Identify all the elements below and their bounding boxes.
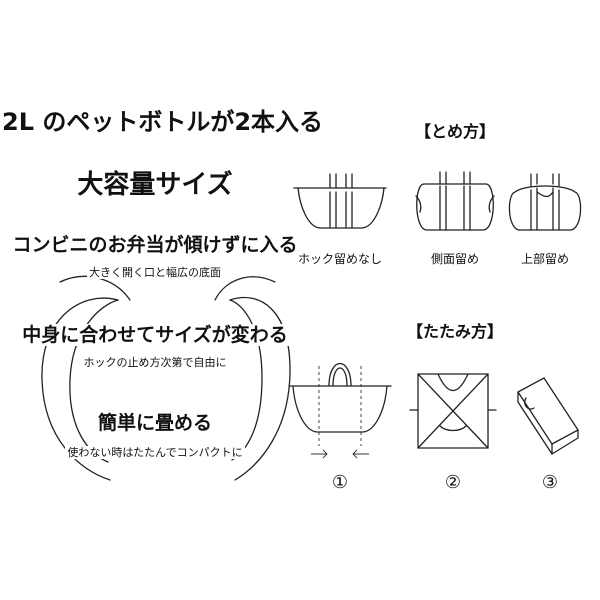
fastening-option-2: 側面留め xyxy=(430,252,479,266)
bag-top-snap-icon xyxy=(508,173,582,231)
feature-2-title: 中身に合わせてサイズが変わる xyxy=(20,324,290,346)
feature-3-sub: 使わない時はたたんでコンパクトに xyxy=(65,446,245,459)
feature-2-sub: ホックの止め方次第で自由に xyxy=(81,356,229,369)
title-line-2: 大容量サイズ xyxy=(75,170,235,200)
fold-step-1-icon xyxy=(288,362,392,459)
bag-no-snap-icon xyxy=(293,173,387,229)
fold-step-3-label: ③ xyxy=(541,472,559,493)
title-line-1: 2L のペットボトルが2本入る xyxy=(0,108,326,136)
bag-side-snap-icon xyxy=(415,171,495,231)
fold-step-3-icon xyxy=(517,377,579,455)
feature-3-title: 簡単に畳める xyxy=(95,412,214,434)
folding-title: 【たたみ方】 xyxy=(406,322,503,341)
fold-step-2-icon xyxy=(409,373,497,449)
fastening-title: 【とめ方】 xyxy=(414,122,495,141)
fold-step-1-label: ① xyxy=(331,472,349,493)
fold-step-2-label: ② xyxy=(444,472,462,493)
feature-1-sub: 大きく開く口と幅広の底面 xyxy=(87,266,223,279)
fastening-option-3: 上部留め xyxy=(520,252,569,266)
feature-1-title: コンビニのお弁当が傾けずに入る xyxy=(10,234,300,256)
fastening-option-1: ホック留めなし xyxy=(297,252,382,266)
